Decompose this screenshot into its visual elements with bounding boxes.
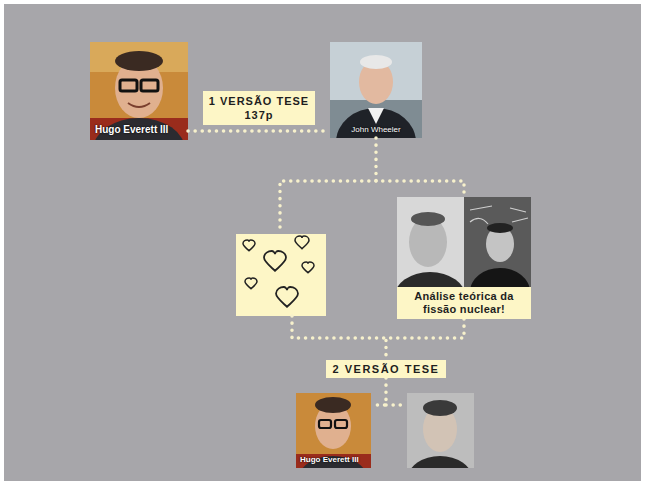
bohr-wheeler-photo (397, 197, 531, 287)
portrait-node: Hugo Everett III (90, 42, 188, 140)
portrait-node: John Wheeler (330, 42, 422, 138)
portrait-sky (90, 42, 188, 72)
node-text: Hugo Everett III (296, 455, 371, 468)
everett-portrait (296, 393, 371, 468)
background-panel (4, 4, 641, 481)
node-text: 2 VERSÃO TESE (333, 362, 440, 376)
glasses (141, 80, 158, 91)
dotted-connector (188, 129, 330, 133)
dotted-connector (371, 378, 386, 405)
dotted-line (280, 181, 376, 234)
portrait-suit (397, 272, 466, 287)
portrait-hair (115, 51, 163, 71)
dotted-line (292, 316, 386, 338)
portrait-hair (315, 397, 351, 413)
glasses (335, 420, 347, 428)
portrait-hair (423, 400, 457, 416)
portrait-hair (487, 223, 513, 233)
glasses (319, 420, 331, 428)
node-text: John Wheeler (330, 125, 422, 138)
portrait-ground (296, 393, 371, 468)
node-text: Hugo Everett III (90, 124, 188, 140)
glasses (120, 80, 137, 91)
heart (245, 278, 257, 289)
heart (295, 236, 309, 249)
portrait-node: Hugo Everett III (296, 393, 371, 468)
portrait-ground (90, 42, 188, 140)
hearts-box (236, 234, 326, 316)
heart (302, 262, 314, 273)
photo-caption-node: Análise teórica da fissão nuclear! (397, 197, 531, 319)
edge-label: 1 VERSÃO TESE 137p (203, 91, 315, 125)
heart (276, 287, 298, 307)
hearts-card (236, 234, 326, 316)
chalk-marks (470, 206, 528, 224)
wheeler-portrait (330, 42, 422, 138)
portrait-hair (360, 55, 392, 69)
node-text: Análise teórica da fissão nuclear! (397, 287, 531, 319)
portrait-shirt (368, 108, 384, 124)
portrait-mouth (128, 103, 150, 107)
portrait-suit (408, 456, 472, 468)
dotted-line (386, 403, 407, 407)
heart (264, 251, 286, 271)
bohr-portrait (407, 393, 474, 468)
dotted-connector (386, 319, 464, 360)
dotted-connector (376, 138, 464, 197)
portrait-suit (470, 268, 530, 287)
tag-box: 2 VERSÃO TESE (326, 360, 447, 378)
portrait-hair (411, 212, 445, 226)
heart (243, 240, 255, 251)
everett-portrait (90, 42, 188, 140)
